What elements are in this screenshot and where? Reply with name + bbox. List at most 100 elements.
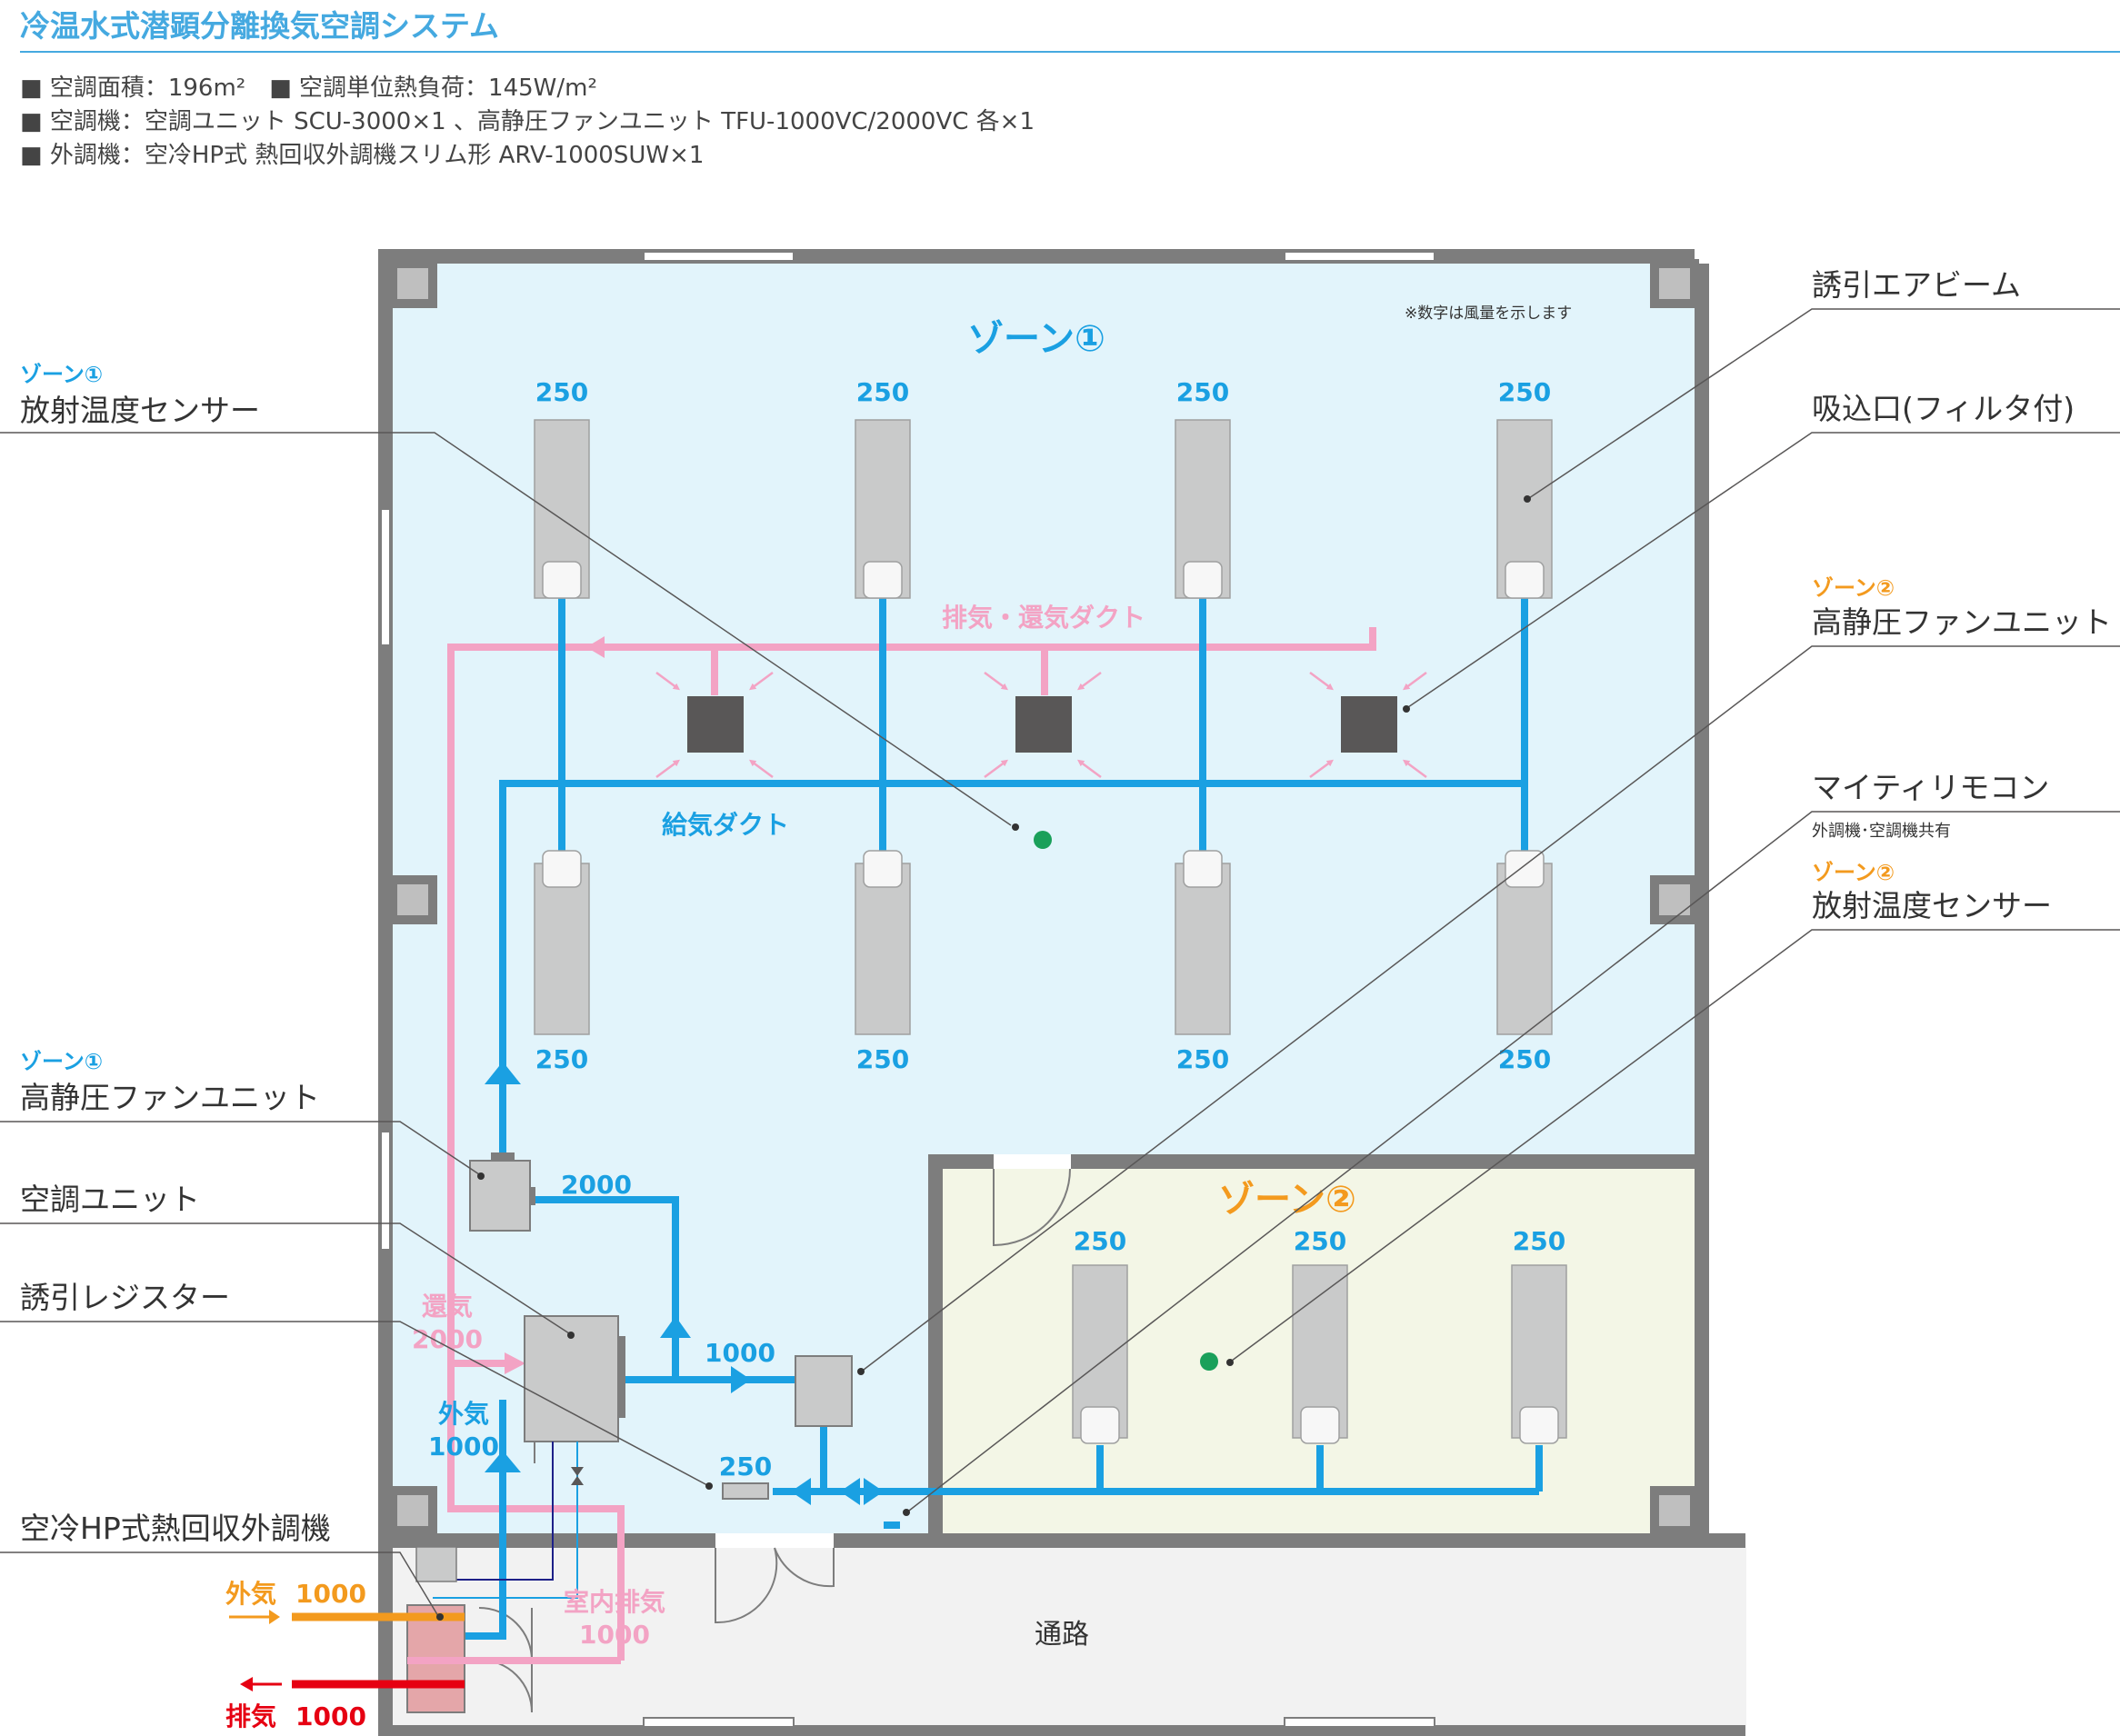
callout-ac-unit: 空調ユニット	[20, 1182, 200, 1217]
zone2-right-arrow	[864, 1478, 884, 1505]
air-beams-zone2	[1072, 1264, 1567, 1444]
intake-grille	[1015, 696, 1072, 753]
callout-air-beam: 誘引エアビーム	[1812, 267, 2021, 303]
beam-outlet	[863, 561, 903, 599]
return-inlet-arrow	[505, 1352, 525, 1374]
beam-outlet	[1519, 1406, 1559, 1444]
callout-intake-grille: 吸込口(フィルタ付)	[1812, 391, 2075, 426]
zone2-label: ゾーン②	[1218, 1179, 1356, 1221]
beam-airflow: 250	[535, 377, 588, 407]
outdoor-in-arrow-icon	[269, 1610, 280, 1624]
beam-airflow: 250	[1176, 1044, 1229, 1074]
beam-airflow: 250	[856, 377, 909, 407]
return-air-flow: 2000	[412, 1324, 483, 1354]
beam-outlet	[542, 850, 582, 888]
zone2-door-swing	[993, 1168, 1071, 1247]
airflow-note: ※数字は風量を示します	[1405, 304, 1572, 323]
air-beam	[534, 863, 590, 1035]
beam-outlet	[1080, 1406, 1120, 1444]
corridor-label: 通路	[1035, 1619, 1089, 1651]
return-air-label: 還気	[422, 1292, 473, 1322]
outdoor-intake-flow: 1000	[295, 1579, 366, 1609]
building	[378, 249, 1746, 1736]
outdoor-intake-label: 外気	[225, 1579, 276, 1609]
air-beam	[1175, 863, 1231, 1035]
callout-outdoor-unit: 空冷HP式熱回収外調機	[20, 1511, 331, 1546]
beam-airflow: 250	[1498, 1044, 1551, 1074]
beam-outlet	[863, 850, 903, 888]
outdoor-heat-pump	[415, 1546, 457, 1582]
exhaust-duct-label: 排気・還気ダクト	[942, 603, 1145, 633]
beam-outlet	[542, 561, 582, 599]
exhaust-arrow-icon	[240, 1677, 253, 1691]
zone2-airflow-labels: 250 250 250	[1074, 1226, 1565, 1256]
spec-ac-units: ■ 空調機：空調ユニット SCU-3000×1 、高静圧ファンユニット TFU-…	[20, 108, 1035, 135]
callout-radiant-sensor-zone2: 放射温度センサー	[1812, 888, 2052, 923]
callout-fan-unit-zone2: 高静圧ファンユニット	[1812, 604, 2112, 640]
supply-duct-label: 給気ダクト	[662, 810, 789, 840]
fan-unit-outlet	[530, 1187, 535, 1205]
fan-out-flow: 2000	[561, 1170, 632, 1200]
beam-airflow: 250	[1513, 1226, 1565, 1256]
intake-arrows	[655, 671, 1427, 779]
unit-out-flow: 1000	[705, 1338, 775, 1368]
register-airflow: 250	[719, 1452, 772, 1482]
callout-zone: ゾーン②	[1812, 860, 1895, 885]
beam-airflow: 250	[535, 1044, 588, 1074]
spec-outdoor-unit: ■ 外調機：空冷HP式 熱回収外調機スリム形 ARV-1000SUW×1	[20, 142, 705, 169]
beam-airflow: 250	[1498, 377, 1551, 407]
intake-grille	[687, 696, 744, 753]
columns	[388, 259, 1699, 1535]
zone1-label: ゾーン①	[967, 318, 1105, 360]
fan-unit-zone1	[469, 1160, 531, 1232]
chilled-water-piping	[433, 1442, 578, 1599]
zone2-door-opening	[994, 1154, 1071, 1169]
corridor-wall-right	[1695, 1533, 1745, 1548]
beam-outlet	[1505, 850, 1545, 888]
supply-right-arrow	[731, 1366, 751, 1393]
radiant-sensor-zone2	[1200, 1352, 1218, 1371]
exhaust-out-flow: 1000	[295, 1701, 366, 1731]
outdoor-air-flow: 1000	[428, 1432, 499, 1462]
beam-airflow: 250	[1074, 1226, 1126, 1256]
air-beam	[1496, 863, 1553, 1035]
fan-unit-zone2	[795, 1355, 853, 1427]
fan-unit-flange	[491, 1152, 515, 1162]
remote-controller	[884, 1521, 900, 1529]
title-rule	[20, 51, 2120, 53]
callout-fan-unit-zone1: 高静圧ファンユニット	[20, 1080, 320, 1115]
spec-area-load: ■ 空調面積：196m² ■ 空調単位熱負荷：145W/m²	[20, 75, 597, 102]
beam-outlet	[1505, 561, 1545, 599]
beam-outlet	[1300, 1406, 1340, 1444]
beam-airflow: 250	[1294, 1226, 1346, 1256]
air-beam	[855, 863, 911, 1035]
supply-up-arrow-2	[660, 1316, 691, 1338]
corridor-door-opening	[715, 1533, 834, 1548]
register-arrow	[791, 1478, 811, 1505]
beam-outlet	[1183, 850, 1223, 888]
right-wall	[1695, 264, 1709, 1533]
room-exhaust-flow: 1000	[579, 1620, 650, 1650]
beam-airflow-labels: 250 250 250 250 250 250 250 250	[535, 377, 1551, 1074]
ac-unit-coil	[618, 1336, 625, 1418]
induction-register	[722, 1482, 769, 1500]
return-duct-arrow	[586, 636, 605, 658]
callout-remote-controller: マイティリモコン	[1812, 770, 2049, 805]
callout-radiant-sensor-zone1: 放射温度センサー	[20, 393, 260, 428]
callout-induction-register: 誘引レジスター	[20, 1280, 230, 1315]
beam-outlet	[1183, 561, 1223, 599]
callout-zone: ゾーン①	[20, 362, 103, 387]
exhaust-out-label: 排気	[225, 1701, 276, 1731]
callout-remote-sub: 外調機･空調機共有	[1812, 822, 1951, 841]
left-callouts: ゾーン① 放射温度センサー ゾーン① 高静圧ファンユニット 空調ユニット 誘引レ…	[0, 362, 1019, 1621]
right-callouts: 誘引エアビーム 吸込口(フィルタ付) ゾーン② 高静圧ファンユニット マイティリ…	[857, 267, 2120, 1516]
callout-zone: ゾーン①	[20, 1049, 103, 1074]
valve-icon	[571, 1467, 584, 1485]
beam-airflow: 250	[1176, 377, 1229, 407]
supply-up-arrow	[485, 1062, 521, 1084]
intake-grille	[1341, 696, 1397, 753]
intake-grille-group	[687, 696, 1397, 753]
page-title: 冷温水式潜顕分離換気空調システム	[20, 8, 500, 44]
callout-zone: ゾーン②	[1812, 575, 1895, 601]
